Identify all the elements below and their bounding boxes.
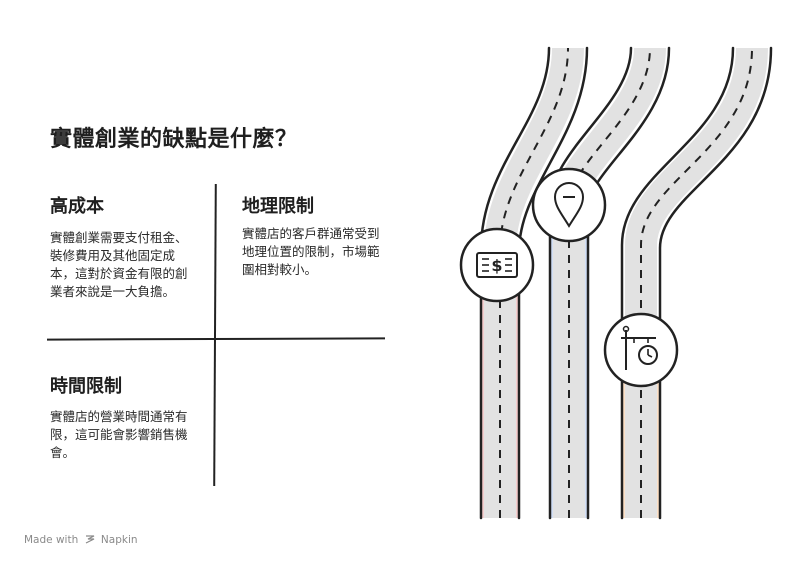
section-title-time-limit: 時間限制 [50, 376, 122, 397]
section-body-geographic-limit: 實體店的客戶群通常受到地理位置的限制，市場範圍相對較小。 [242, 226, 380, 277]
section-title-high-cost: 高成本 [50, 196, 104, 217]
svg-text:$: $ [491, 256, 502, 275]
footer-brand: Napkin [100, 534, 138, 546]
napkin-logo-icon [85, 534, 98, 546]
road-3-left-edge [620, 46, 735, 520]
road-3-center-line [640, 47, 753, 518]
signpost-clock-icon [603, 312, 679, 388]
section-body-time-limit: 實體店的營業時間通常有限，這可能會影響銷售機會。 [50, 409, 188, 460]
section-title-geographic-limit: 地理限制 [242, 196, 314, 217]
footer-made-with-label: Made with [24, 534, 79, 546]
road-3-right-edge [658, 46, 773, 520]
section-body-high-cost: 實體創業需要支付租金、裝修費用及其他固定成本，這對於資金有限的創業者來說是一大負… [50, 230, 188, 299]
page-title: 實體創業的缺點是什麼？ [50, 127, 298, 152]
location-pin-icon [531, 167, 607, 243]
money-icon: $ [459, 227, 535, 303]
footer-made-with-napkin: Made with Napkin [24, 534, 138, 546]
road-surfaces [484, 46, 768, 518]
road-1-center-line [499, 47, 569, 518]
